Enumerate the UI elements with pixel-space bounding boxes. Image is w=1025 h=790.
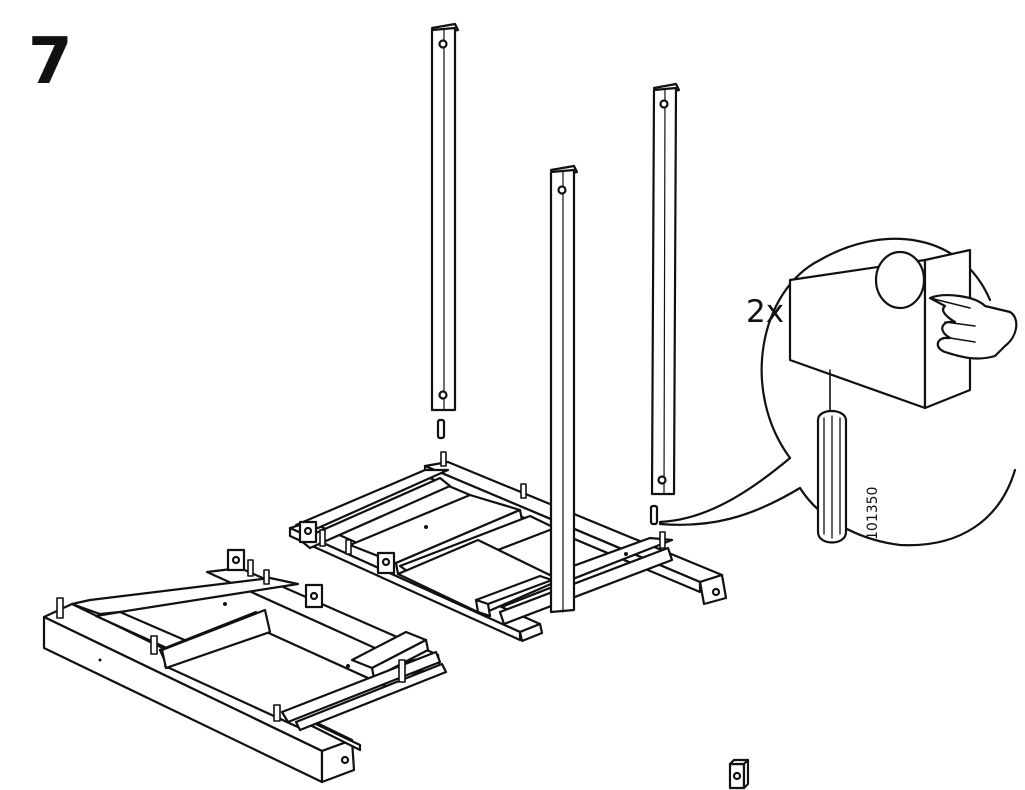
leg-1-dowel (436, 418, 446, 440)
dowel-closeup (816, 409, 848, 544)
leg-2 (549, 164, 579, 614)
pointing-hand-icon (928, 294, 1018, 360)
callout-hole (874, 250, 926, 310)
left-base-frame (42, 548, 448, 784)
leg-1 (430, 22, 460, 440)
part-number: 101350 (865, 486, 881, 540)
left-frame-side-rail (70, 576, 300, 616)
small-part-icon (728, 758, 750, 790)
left-frame-holes (98, 602, 350, 668)
left-frame-dowels (56, 559, 406, 722)
right-frame-dowels (319, 451, 666, 555)
leg-3-dowel (649, 504, 659, 526)
step-number: 7 (28, 25, 73, 99)
right-frame-holes (424, 525, 628, 556)
callout-pointer (658, 456, 802, 526)
quantity-label: 2x (746, 294, 785, 330)
leg-3 (649, 82, 681, 526)
detail-callout (658, 237, 1018, 547)
